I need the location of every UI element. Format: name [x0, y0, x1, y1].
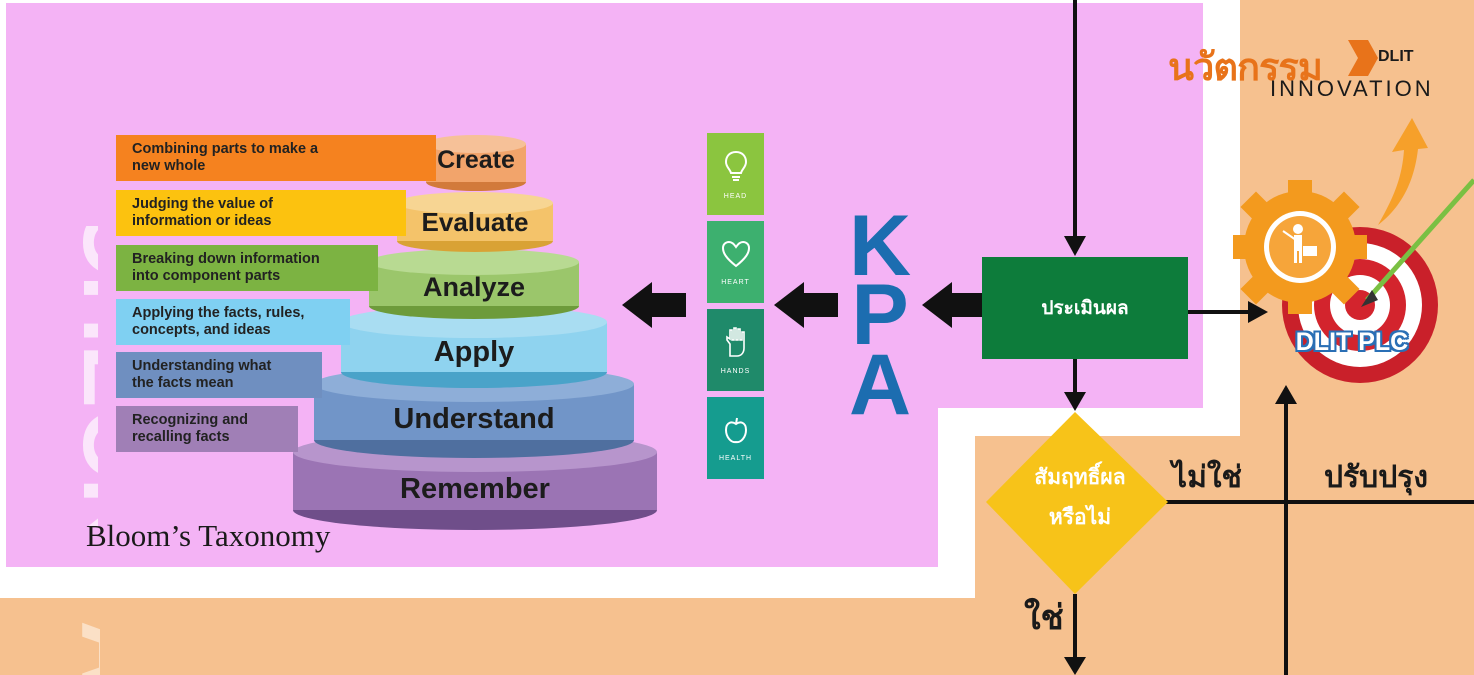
- heart-icon: [721, 240, 750, 267]
- check-label-text: CHECK: [63, 226, 98, 526]
- decision-line2: หรือไม่: [1048, 505, 1112, 529]
- logo-innovation: INNOVATION: [1270, 76, 1434, 101]
- arrowhead-evaluate: [1064, 236, 1086, 256]
- hhhh-label-heart: HEART: [721, 278, 750, 286]
- tier-desc-understand: Understanding what the facts mean: [116, 352, 322, 398]
- tier-apply: [341, 306, 607, 388]
- tier-desc-analyze: Breaking down information into component…: [116, 245, 378, 291]
- evaluate-label: ประเมินผล: [1041, 297, 1129, 319]
- arrowhead-plc: [1248, 301, 1268, 323]
- logo-thai: นวัตกรรม: [1168, 45, 1323, 89]
- decision-text: สัมฤทธิ์ผล หรือไม่: [990, 457, 1170, 537]
- arrow-to-bloom: [622, 282, 686, 328]
- tier-desc-create: Combining parts to make a new whole: [116, 135, 436, 181]
- lightbulb-icon: [724, 150, 747, 181]
- tier-name-evaluate: Evaluate: [421, 207, 529, 237]
- tier-desc-evaluate: Judging the value of information or idea…: [116, 190, 406, 236]
- label-no: ไม่ใช่: [1172, 460, 1242, 495]
- evaluate-box: ประเมินผล: [982, 257, 1188, 359]
- tier-desc-apply: Applying the facts, rules, concepts, and…: [116, 299, 350, 345]
- plc-label: DLIT PLC: [1295, 328, 1409, 356]
- presenter-icon: [1282, 224, 1317, 263]
- hhhh-hands: HANDS: [707, 309, 764, 391]
- act-label-text: A: [61, 620, 100, 675]
- decision-diamond: [986, 412, 1168, 594]
- tier-name-apply: Apply: [433, 336, 515, 368]
- tier-name-create: Create: [437, 146, 515, 174]
- hhhh-head: HEAD: [707, 133, 764, 215]
- decision-line1: สัมฤทธิ์ผล: [1034, 465, 1126, 489]
- arrow-to-kpa: [922, 282, 986, 328]
- arrow-to-hhhh: [774, 282, 838, 328]
- tier-name-analyze: Analyze: [422, 272, 526, 302]
- logo-chevron: [1348, 40, 1378, 76]
- rising-arrow-icon: [1378, 118, 1428, 225]
- hhhh-heart: HEART: [707, 221, 764, 303]
- act-label: A: [61, 620, 100, 675]
- kpa-k: K: [848, 198, 912, 294]
- tier-evaluate: [397, 192, 553, 252]
- bloom-caption: Bloom’s Taxonomy: [86, 518, 331, 553]
- hhhh-health: HEALTH: [707, 397, 764, 479]
- hhhh-label-health: HEALTH: [718, 454, 753, 462]
- label-yes: ใช่: [1024, 598, 1064, 638]
- label-improve: ปรับปรุง: [1324, 460, 1429, 495]
- tier-analyze: [369, 249, 579, 319]
- arrowhead-decision: [1064, 392, 1086, 411]
- arrowhead-yes: [1064, 657, 1086, 675]
- tier-name-remember: Remember: [400, 473, 550, 505]
- plc-gear: [1233, 180, 1367, 314]
- hhhh-label-head: HEAD: [723, 192, 748, 200]
- peach-lower-region: [0, 436, 1240, 675]
- kpa-p: P: [851, 267, 909, 363]
- tier-create: [426, 135, 526, 191]
- apple-icon: [724, 417, 747, 443]
- hhhh-label-hands: HANDS: [720, 367, 751, 375]
- logo-dlit: DLIT: [1378, 48, 1414, 65]
- tier-desc-remember: Recognizing and recalling facts: [116, 406, 298, 452]
- arrowhead-improve: [1275, 385, 1297, 404]
- kpa-a: A: [848, 337, 912, 433]
- dart-arrow: [1361, 178, 1474, 307]
- check-label: CHECK: [63, 226, 98, 526]
- bloom-pyramid: [293, 135, 657, 530]
- hand-icon: [725, 326, 745, 357]
- tier-name-understand: Understand: [393, 403, 555, 435]
